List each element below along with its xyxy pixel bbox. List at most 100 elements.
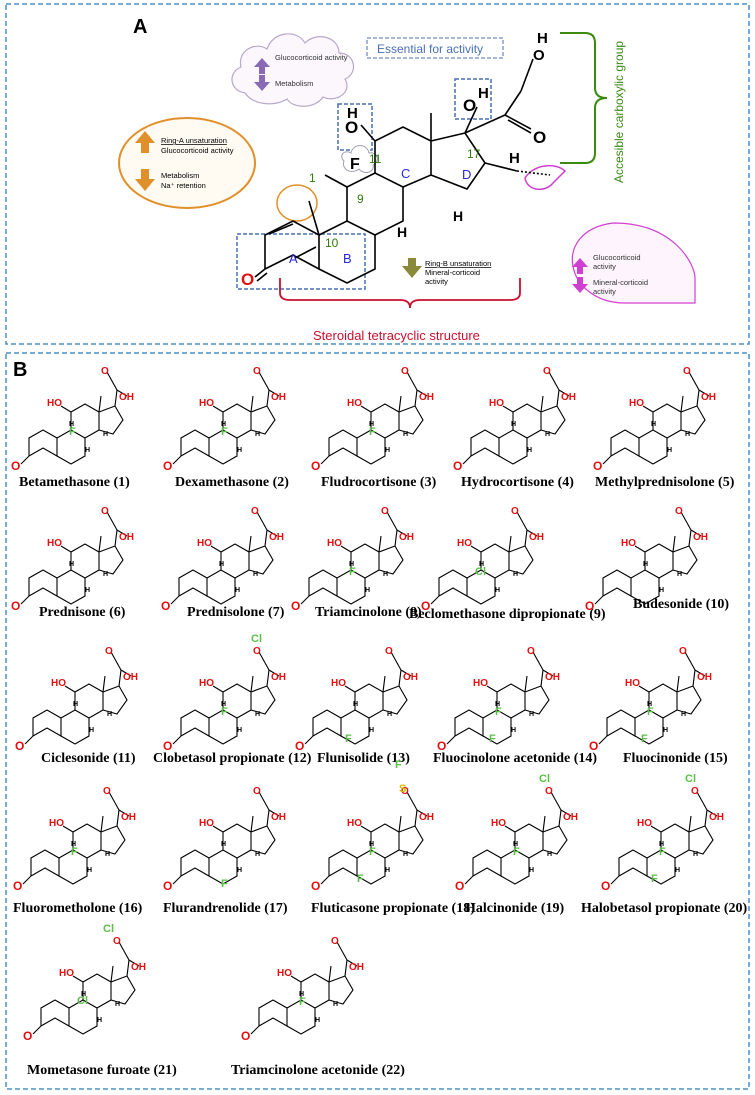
halogen-f: F xyxy=(345,733,352,745)
halogen-f: F xyxy=(641,733,648,745)
ring-a-line2: Metabolism xyxy=(161,171,199,180)
atom-h-14: H xyxy=(453,208,463,224)
drop-line4: activity xyxy=(593,287,616,296)
compound-21: Cl Cl Mometasone furoate (21) xyxy=(22,923,177,1078)
panel-a-border xyxy=(5,3,750,345)
compound-22: F Triamcinolone acetonide (22) xyxy=(231,935,405,1078)
ring-b-title: Ring-B unsaturation xyxy=(425,259,491,268)
compound-4: Hydrocortisone (4) xyxy=(452,365,577,490)
atom-o-17: O xyxy=(463,96,476,115)
compound-2: F Dexamethasone (2) xyxy=(162,365,289,490)
halogen-f: F xyxy=(651,873,658,885)
arrow-down-icon xyxy=(135,169,155,191)
halogen-f: F xyxy=(357,873,364,885)
17-oh-dashed-box xyxy=(454,78,492,120)
tetracyclic-label: Steroidal tetracyclic structure xyxy=(313,328,480,343)
compound-15: F F Fluocinonide (15) xyxy=(588,645,728,766)
atom-o-ketone: O xyxy=(241,270,254,289)
compound-1: F Betamethasone (1) xyxy=(10,365,135,490)
ring-label-d: D xyxy=(462,167,471,182)
essential-box xyxy=(366,37,504,59)
compound-caption: Halobetasol propionate (20) xyxy=(581,901,748,916)
compound-caption: Ciclesonide (11) xyxy=(41,751,136,766)
essential-label: Essential for activity xyxy=(377,42,483,56)
halogen-f: F xyxy=(369,426,376,438)
compound-19: F Cl Halcinonide (19) xyxy=(454,773,579,916)
position-17: 17 xyxy=(467,147,481,161)
compound-caption: Budesonide (10) xyxy=(633,597,729,612)
halogen-cl: Cl xyxy=(539,773,550,785)
ring-b-line2: activity xyxy=(425,277,448,286)
atom-h-11: H xyxy=(347,105,358,122)
compound-caption: Fluorometholone (16) xyxy=(13,901,143,916)
arrow-down-icon xyxy=(254,75,270,91)
compound-16: F Fluorometholone (16) xyxy=(12,785,143,916)
ring-label-b: B xyxy=(343,251,352,266)
arrow-up-icon xyxy=(572,258,588,274)
halogen-f: F xyxy=(69,426,76,438)
ring-label-c: C xyxy=(401,166,410,181)
compound-caption: Methylprednisolone (5) xyxy=(595,475,735,490)
halogen-f: F xyxy=(221,426,228,438)
cloud-glucocorticoid-metabolism: Glucocorticoid activity Metabolism xyxy=(231,33,355,107)
compound-14: F F Fluocinolone acetonide (14) xyxy=(433,645,597,766)
ring-a-unsaturation-oval: Ring-A unsaturation Glucocorticoid activ… xyxy=(118,117,256,209)
compound-caption: Beclomethasone dipropionate (9) xyxy=(409,607,606,622)
compound-caption: Prednisolone (7) xyxy=(187,605,285,620)
drop-line3: Mineral-corticoid xyxy=(593,278,648,287)
compound-caption: Fluocinolone acetonide (14) xyxy=(433,751,597,766)
atom-o-20: O xyxy=(533,128,546,147)
compound-8: F Triamcinolone (8) xyxy=(290,505,422,620)
halogen-f: F xyxy=(659,846,666,858)
compound-caption: Clobetasol propionate (12) xyxy=(153,751,312,766)
halogen-f: F xyxy=(395,759,402,771)
compound-13: F Flunisolide (13) xyxy=(294,645,419,766)
ring-a-title: Ring-A unsaturation xyxy=(161,136,227,145)
drop-line1: Glucocorticoid xyxy=(593,253,641,262)
arrow-up-icon xyxy=(135,131,155,153)
atom-h-16: H xyxy=(509,150,520,167)
position-9: 9 xyxy=(357,192,364,206)
compound-11: Ciclesonide (11) xyxy=(14,645,139,766)
panel-b: O HO OH O H H H B F Betamethasone (1) F … xyxy=(5,352,750,1090)
halogen-f: F xyxy=(495,706,502,718)
compound-17: F Flurandrenolide (17) xyxy=(162,785,288,916)
compound-caption: Halcinonide (19) xyxy=(465,901,565,916)
compound-caption: Fluticasone propionate (18) xyxy=(311,901,475,916)
atom-h-8: H xyxy=(397,224,407,240)
ring-label-a: A xyxy=(289,251,298,266)
compound-9: Cl Beclomethasone dipropionate (9) xyxy=(409,505,606,622)
halogen-cl: Cl xyxy=(251,633,262,645)
halogen-f: F xyxy=(221,878,228,890)
compound-20: F F Cl Halobetasol propionate (20) xyxy=(581,773,748,916)
atom-h-21: H xyxy=(537,30,548,47)
halogen-cl: Cl xyxy=(475,566,486,578)
compound-caption: Fludrocortisone (3) xyxy=(321,475,437,490)
halogen-f: F xyxy=(349,566,356,578)
panel-a-label: A xyxy=(133,16,147,38)
halogen-f: F xyxy=(221,706,228,718)
halogen-f: F xyxy=(513,846,520,858)
arrow-down-icon xyxy=(572,277,588,293)
steroid-skeleton: O O H F O H O H O H H H A B C D 1 9 10 1… xyxy=(236,30,567,290)
sulfur-s: S xyxy=(399,783,406,795)
halogen-f: F xyxy=(489,733,496,745)
compound-10: Budesonide (10) xyxy=(584,505,729,614)
compound-6: Prednisone (6) xyxy=(10,505,135,620)
ring-b-line1: Mineral-corticoid xyxy=(425,268,480,277)
ring-a-line3: Na⁺ retention xyxy=(161,181,206,190)
halogen-f: F xyxy=(369,846,376,858)
atom-f-9: F xyxy=(350,156,360,173)
arrow-down-icon xyxy=(402,258,422,278)
arrow-up-icon xyxy=(254,58,270,74)
compound-caption: Triamcinolone acetonide (22) xyxy=(231,1063,405,1078)
compound-caption: Fluocinonide (15) xyxy=(623,751,728,766)
halogen-cl: Cl xyxy=(103,923,114,935)
compound-caption: Triamcinolone (8) xyxy=(315,605,422,620)
cloud-text-1: Glucocorticoid activity xyxy=(275,53,348,62)
mineral-corticoid-drop: Glucocorticoid activity Mineral-corticoi… xyxy=(571,222,696,304)
compound-12: F Cl Clobetasol propionate (12) xyxy=(153,633,312,766)
compound-caption: Dexamethasone (2) xyxy=(175,475,289,490)
compound-5: Methylprednisolone (5) xyxy=(592,365,735,490)
position-11: 11 xyxy=(369,152,382,166)
